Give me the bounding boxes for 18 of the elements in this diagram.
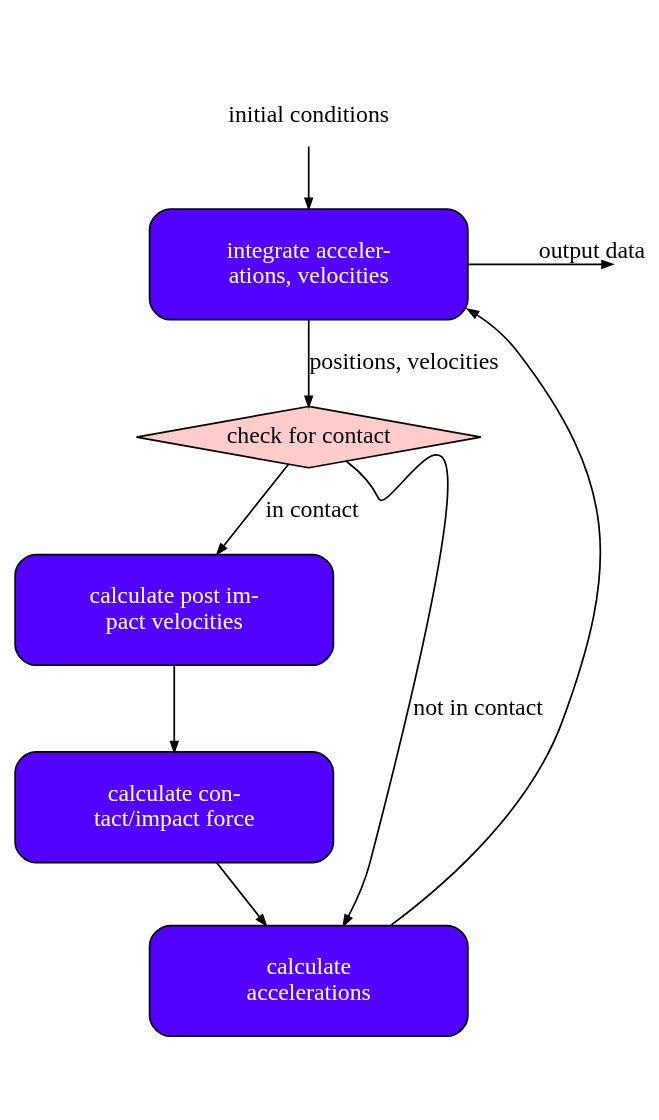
- arrow: [169, 664, 180, 754]
- edge-label: positions, velocities: [309, 347, 499, 374]
- node-diamond: check for contact: [135, 405, 482, 469]
- arrow: [342, 454, 449, 928]
- arrow: [215, 463, 290, 556]
- node-box: calculate accelerations: [148, 924, 469, 1037]
- edge-label: output data: [538, 236, 646, 263]
- node-box: integrate acceler- ations, velocities: [148, 207, 469, 321]
- edge-label: not in contact: [413, 693, 543, 720]
- arrow: [303, 318, 314, 409]
- edge-label: in contact: [265, 495, 359, 522]
- arrow: [303, 145, 314, 211]
- node-box: calculate post im- pact velocities: [14, 553, 335, 666]
- node-box: calculate con- tact/impact force: [14, 750, 335, 863]
- arrow: [215, 861, 268, 927]
- node-text: initial conditions: [228, 100, 390, 127]
- arrow: [467, 259, 615, 269]
- arrow: [389, 307, 602, 926]
